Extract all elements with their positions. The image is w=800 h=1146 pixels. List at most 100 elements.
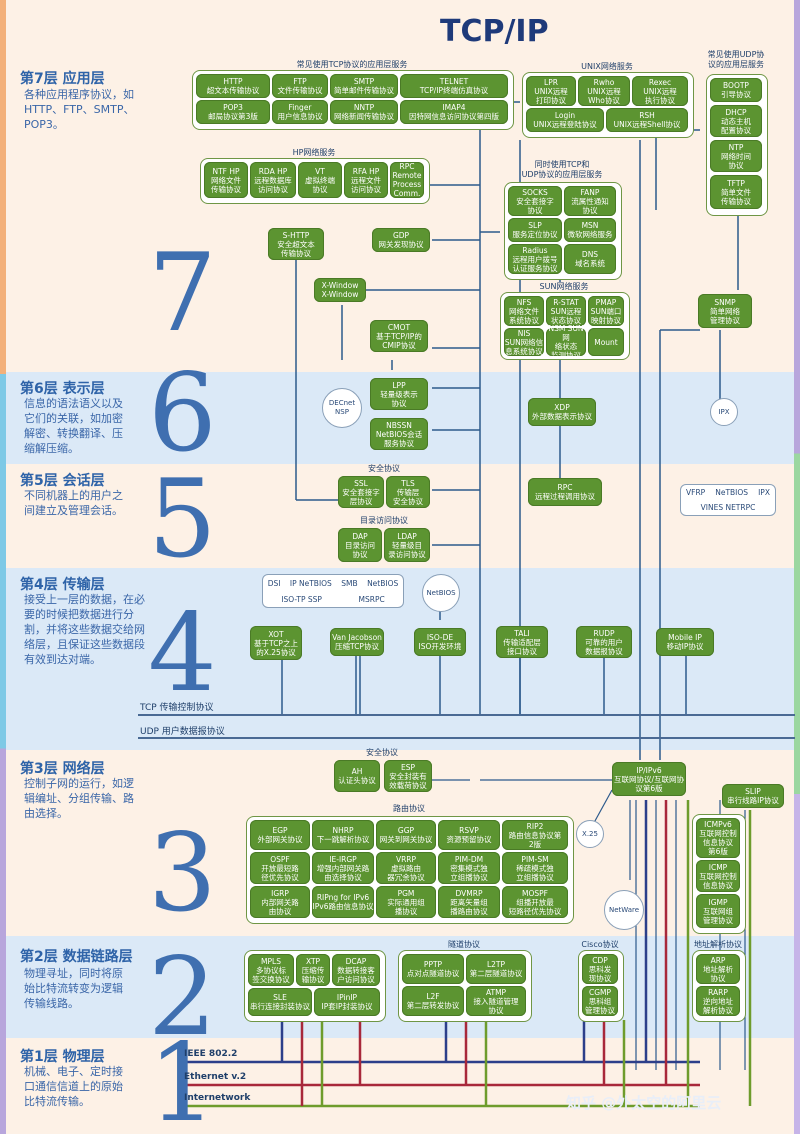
box-mount[interactable]: Mount xyxy=(588,328,624,356)
group-tunnel-label: 隧道协议 xyxy=(448,940,480,949)
circle-decnet[interactable]: DECnet NSP xyxy=(322,388,362,428)
layer6-number: 6 xyxy=(148,351,217,476)
circle-x25[interactable]: X.25 xyxy=(576,820,604,848)
group-routing-label: 路由协议 xyxy=(393,804,425,813)
layer5-title: 第5层 会话层 xyxy=(20,473,105,489)
circle-netware[interactable]: NetWare xyxy=(604,890,644,930)
bus-ieee-label: IEEE 802.2 xyxy=(184,1049,238,1059)
box-nsm[interactable]: NSM SUN网络状态监测协议 xyxy=(546,324,586,360)
circle-netbios[interactable]: NetBIOS xyxy=(422,574,460,612)
circle-ipx[interactable]: IPX xyxy=(710,398,738,426)
